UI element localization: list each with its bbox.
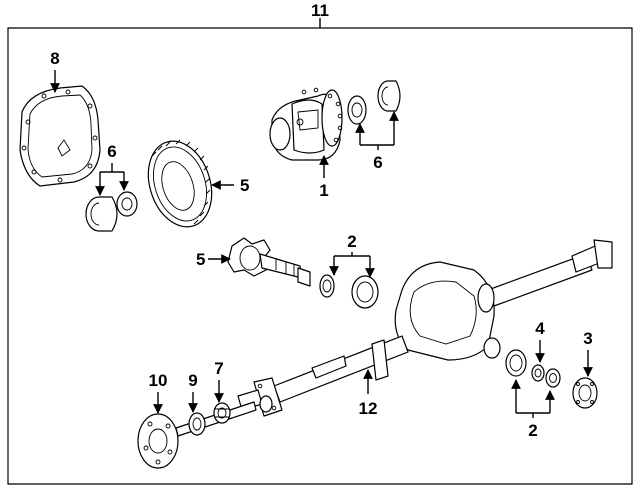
callout-9: 9 bbox=[188, 371, 197, 390]
ring-gear-callout: 5 bbox=[211, 176, 249, 195]
callout-4: 4 bbox=[535, 319, 545, 338]
pinion-seal bbox=[531, 364, 545, 382]
callout-3: 3 bbox=[583, 329, 592, 348]
pinion-bearing-cone bbox=[319, 274, 335, 298]
callout-8: 8 bbox=[50, 49, 59, 68]
callout-10: 10 bbox=[149, 371, 168, 390]
outer-pinion-bearing-cone bbox=[545, 368, 561, 388]
axle-bearing bbox=[213, 402, 231, 424]
pinion-seal-callout: 4 bbox=[535, 319, 545, 363]
carrier-bearing-cone-top bbox=[347, 95, 367, 125]
pinion-bearing-cup bbox=[351, 275, 379, 309]
carrier-bearing-cone bbox=[116, 191, 138, 217]
callout-12: 12 bbox=[359, 399, 378, 418]
callout-2-middle: 2 bbox=[347, 232, 356, 251]
axle-flange bbox=[137, 413, 179, 469]
axle-flange-callout: 10 bbox=[149, 371, 168, 414]
axle-housing-callout: 12 bbox=[359, 369, 378, 418]
differential-case-callout: 1 bbox=[319, 155, 329, 200]
outer-pinion-bearing-cup bbox=[505, 349, 527, 377]
cover-gasket-callout: 8 bbox=[50, 49, 60, 93]
carrier-bearings-left-callout: 6 bbox=[95, 142, 129, 196]
drive-pinion-gear bbox=[227, 237, 311, 287]
carrier-bearings-top-callout: 6 bbox=[355, 111, 399, 172]
callout-5-pinion: 5 bbox=[196, 250, 205, 269]
axle-bearing-callout: 7 bbox=[214, 359, 224, 403]
pinion-flange-callout: 3 bbox=[583, 329, 593, 377]
assembly-callout: 11 bbox=[311, 1, 329, 20]
carrier-bearing-cup-top bbox=[377, 80, 401, 112]
callout-5-ring: 5 bbox=[240, 176, 249, 195]
cover-gasket bbox=[19, 85, 101, 187]
differential-case bbox=[269, 87, 343, 161]
callout-6-top: 6 bbox=[373, 153, 382, 172]
callout-1: 1 bbox=[319, 181, 328, 200]
carrier-bearing-cup bbox=[85, 196, 118, 232]
callout-6-left: 6 bbox=[107, 142, 116, 161]
assembly-frame: 11 bbox=[7, 1, 633, 485]
callout-7: 7 bbox=[214, 359, 223, 378]
ring-gear bbox=[147, 139, 213, 228]
outer-pinion-bearings-callout: 2 bbox=[511, 379, 555, 440]
axle-seal-callout: 9 bbox=[188, 371, 198, 413]
axle-seal bbox=[188, 412, 206, 436]
drive-pinion-callout: 5 bbox=[196, 250, 231, 269]
pinion-flange bbox=[572, 377, 598, 409]
pinion-bearings-callout: 2 bbox=[329, 232, 375, 278]
callout-2-right: 2 bbox=[528, 421, 537, 440]
